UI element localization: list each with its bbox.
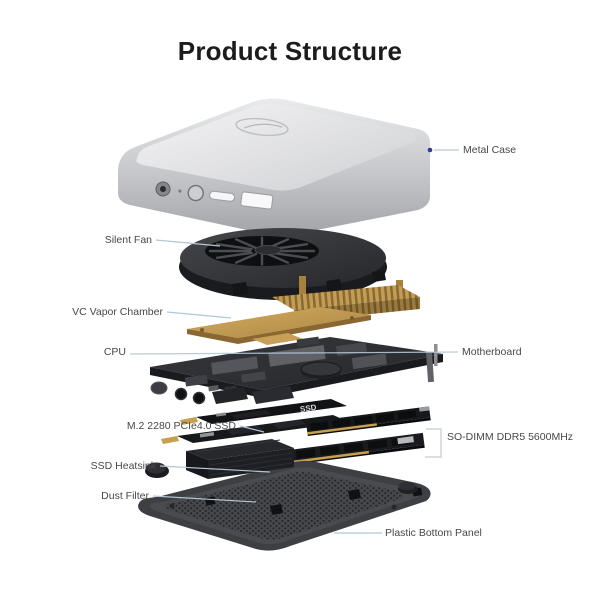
leader-vc-vapor-chamber — [166, 311, 232, 319]
label-plastic-bottom-panel: Plastic Bottom Panel — [385, 527, 482, 539]
label-silent-fan: Silent Fan — [104, 234, 152, 246]
label-dust-filter: Dust Filter — [101, 490, 149, 502]
label-motherboard: Motherboard — [462, 346, 522, 358]
leader-lines — [129, 147, 459, 534]
mic-hole — [178, 189, 182, 193]
leader-m2-ssd — [239, 425, 265, 433]
page-title: Product Structure — [177, 36, 403, 66]
leader-dust-filter — [152, 495, 257, 503]
usb-a-port — [240, 191, 274, 210]
label-ssd-heatsink: SSD Heatsink — [90, 460, 156, 472]
top-logo — [235, 117, 289, 137]
label-m2-ssd: M.2 2280 PCIe4.0 SSD — [126, 420, 236, 432]
leader-cpu-motherboard — [129, 351, 459, 355]
label-so-dimm: SO-DIMM DDR5 5600MHz — [447, 431, 574, 443]
metal-case-illustration — [118, 98, 430, 235]
ssd-heatsink-illustration — [186, 439, 294, 479]
vapor-plate — [187, 307, 371, 338]
cpu-area — [300, 361, 342, 377]
board-components — [184, 336, 387, 393]
bottom-panel-illustration — [138, 460, 431, 551]
leader-ssd-heatsink — [159, 465, 271, 473]
motherboard-illustration — [150, 336, 443, 405]
fan-hub — [254, 245, 282, 255]
ssd-marking: SSD — [299, 403, 317, 414]
power-button — [187, 184, 204, 202]
m2-ssd-illustration: SSD — [161, 399, 349, 444]
vc-vapor-chamber-illustration — [187, 276, 420, 345]
rear-ports — [150, 381, 294, 405]
usb-c-port — [209, 190, 235, 202]
marker-dot — [427, 147, 433, 153]
label-vc-vapor-chamber: VC Vapor Chamber — [72, 306, 163, 318]
label-cpu: CPU — [103, 346, 126, 358]
label-metal-case: Metal Case — [463, 144, 517, 156]
dust-filter-mesh — [165, 471, 404, 540]
so-dimm-illustration — [291, 406, 431, 465]
heatsink-fins — [272, 285, 420, 310]
bracket-so-dimm — [425, 428, 442, 458]
leader-silent-fan — [155, 239, 221, 247]
front-ports — [155, 181, 274, 210]
silent-fan-illustration — [179, 228, 387, 300]
